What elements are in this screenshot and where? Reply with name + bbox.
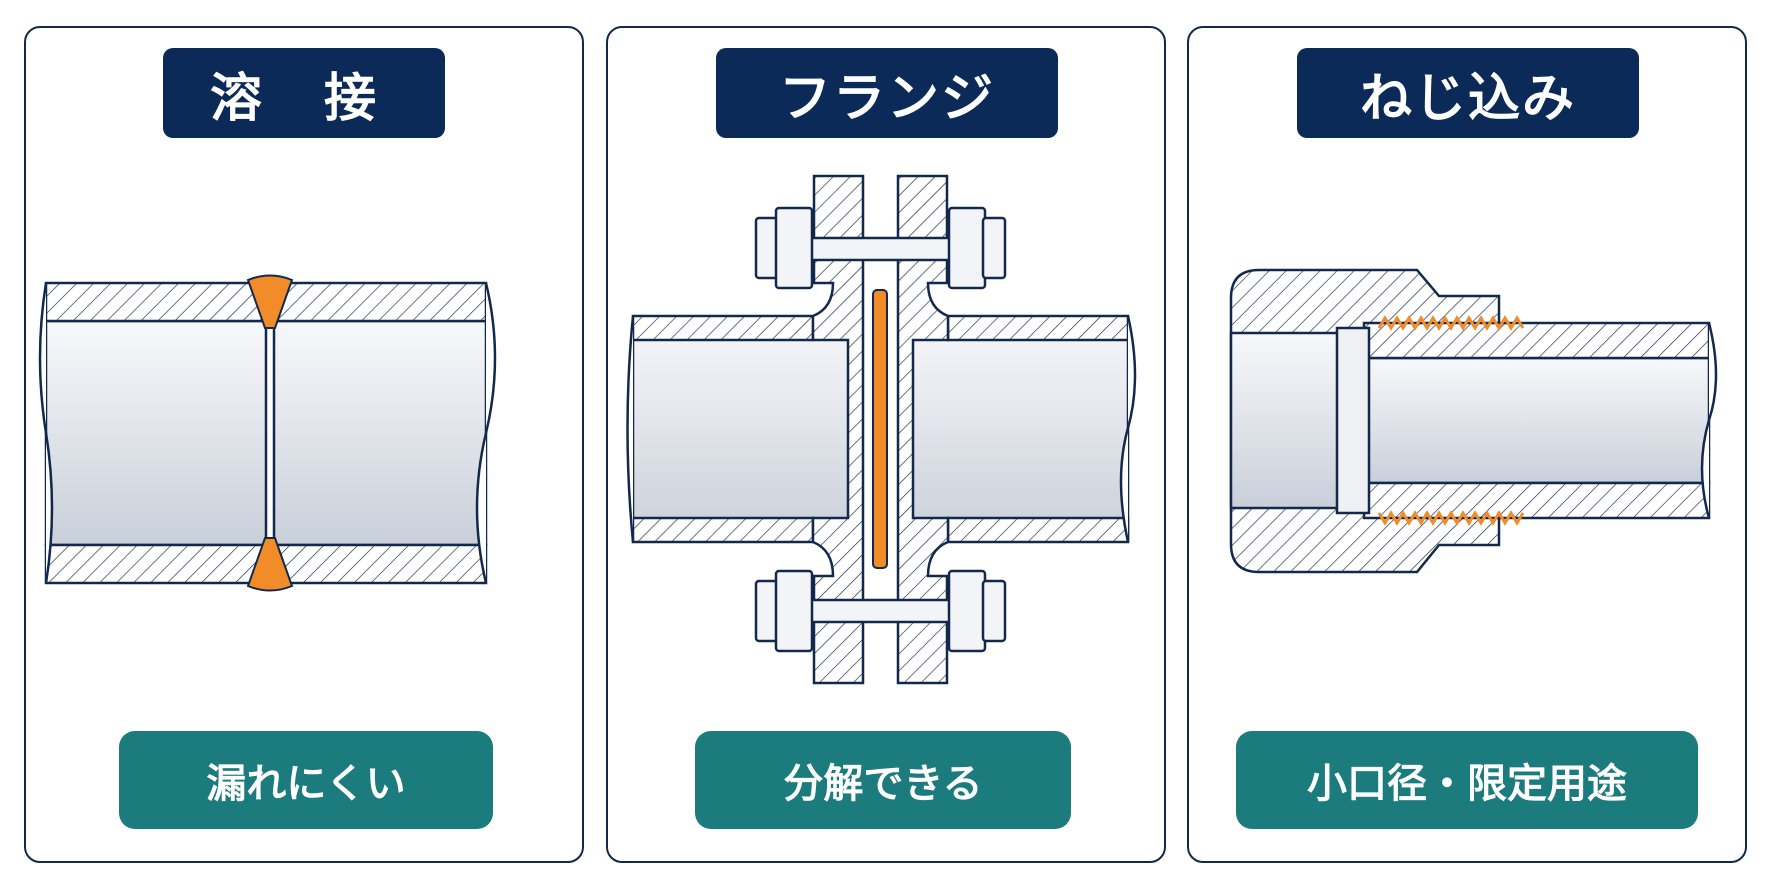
weld-bead-top	[246, 274, 294, 329]
panel-title: 溶 接	[163, 48, 445, 138]
welded-joint-icon	[38, 274, 497, 592]
bolt-bottom	[754, 569, 1007, 653]
pipe-right	[272, 281, 497, 585]
panel-title: フランジ	[716, 48, 1058, 138]
feature-label: 小口径・限定用途	[1236, 731, 1698, 829]
panel-welding: 溶 接	[24, 26, 584, 863]
flanged-joint-icon	[626, 174, 1137, 685]
weld-bead-bottom	[246, 537, 294, 592]
panel-threaded: ねじ込み	[1187, 26, 1747, 863]
panel-title: ねじ込み	[1297, 48, 1639, 138]
feature-label: 分解できる	[695, 731, 1071, 829]
bolt-top	[754, 206, 1007, 290]
feature-label: 漏れにくい	[119, 731, 493, 829]
thread-bottom	[1377, 510, 1525, 526]
pipe-left	[44, 281, 268, 585]
flange-right	[896, 174, 950, 685]
flange-left	[811, 174, 865, 685]
thread-top	[1377, 315, 1525, 331]
threaded-joint-icon	[1229, 268, 1718, 574]
gasket	[872, 289, 888, 569]
panel-flange: フランジ	[606, 26, 1166, 863]
